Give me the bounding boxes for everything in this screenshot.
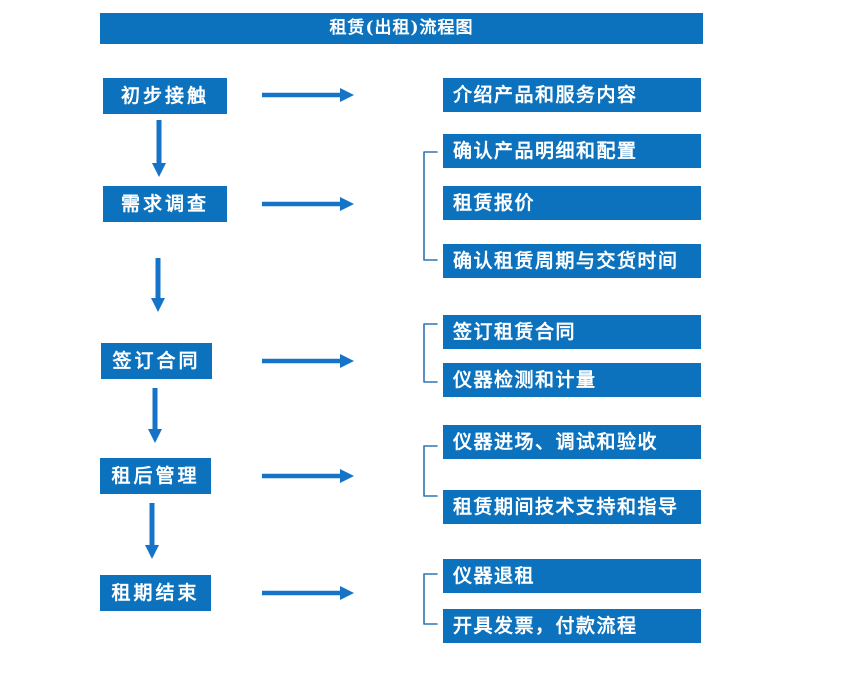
detail-instrument-testing: 仪器检测和计量 [443, 363, 701, 397]
detail-confirm-period-delivery: 确认租赁周期与交货时间 [443, 244, 701, 278]
bracket-step4-details [423, 445, 438, 497]
step-post-rental-management: 租后管理 [100, 458, 211, 494]
detail-instrument-setup: 仪器进场、调试和验收 [443, 425, 701, 459]
step-rental-end: 租期结束 [100, 575, 211, 611]
detail-introduce-products: 介绍产品和服务内容 [443, 78, 701, 112]
step-sign-contract: 签订合同 [101, 343, 212, 379]
bracket-step5-details [423, 573, 438, 625]
detail-instrument-return: 仪器退租 [443, 559, 701, 593]
step-demand-survey: 需求调查 [103, 186, 227, 222]
detail-confirm-specs: 确认产品明细和配置 [443, 134, 701, 168]
detail-tech-support: 租赁期间技术支持和指导 [443, 490, 701, 524]
bracket-step2-details [423, 151, 438, 261]
detail-sign-rental-contract: 签订租赁合同 [443, 315, 701, 349]
bracket-step3-details [423, 323, 438, 383]
flowchart-title: 租赁(出租)流程图 [100, 13, 703, 44]
step-initial-contact: 初步接触 [103, 78, 227, 114]
detail-rental-quote: 租赁报价 [443, 186, 701, 220]
detail-invoice-payment: 开具发票，付款流程 [443, 609, 701, 643]
